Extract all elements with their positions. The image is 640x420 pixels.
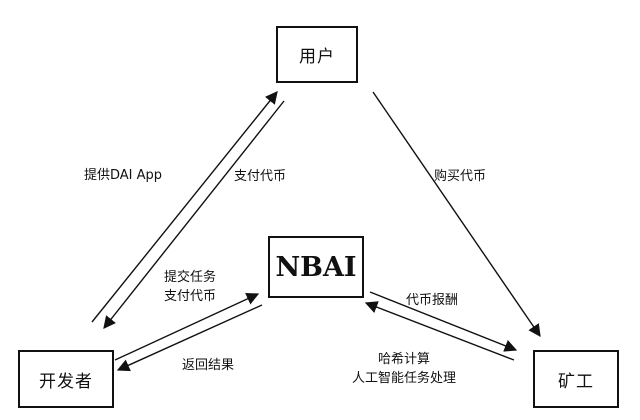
node-miner: 矿工 (533, 350, 619, 408)
arrow-nbai-to-miner (369, 291, 518, 352)
node-miner-label: 矿工 (558, 371, 594, 392)
arrow-nbai-to-developer (116, 304, 263, 372)
node-nbai: NBAI (268, 236, 364, 298)
arrow-miner-to-nbai (364, 301, 515, 361)
label-developer-to-nbai: 提交任务 支付代币 (164, 268, 216, 306)
node-user-label: 用户 (299, 47, 335, 67)
node-nbai-label: NBAI (275, 251, 357, 283)
label-return-result: 返回结果 (182, 358, 235, 373)
label-pay-token-dev: 支付代币 (164, 289, 217, 304)
label-token-reward: 代币报酬 (406, 293, 459, 308)
node-developer-label: 开发者 (39, 371, 93, 392)
label-ai-task: 人工智能任务处理 (351, 371, 456, 386)
node-user: 用户 (276, 26, 358, 83)
label-pay-token-user: 支付代币 (234, 169, 287, 184)
label-submit-task: 提交任务 (164, 270, 217, 285)
label-miner-to-nbai: 哈希计算 人工智能任务处理 (338, 350, 470, 388)
arrow-user-to-miner (372, 91, 541, 338)
node-developer: 开发者 (18, 350, 114, 408)
arrow-user-to-developer (103, 100, 285, 329)
label-provide-app: 提供DAI App (84, 168, 163, 183)
label-buy-token: 购买代币 (434, 169, 487, 184)
arrow-developer-to-user (91, 91, 278, 323)
arrow-developer-to-nbai (114, 293, 260, 361)
label-hash-compute: 哈希计算 (377, 352, 430, 367)
